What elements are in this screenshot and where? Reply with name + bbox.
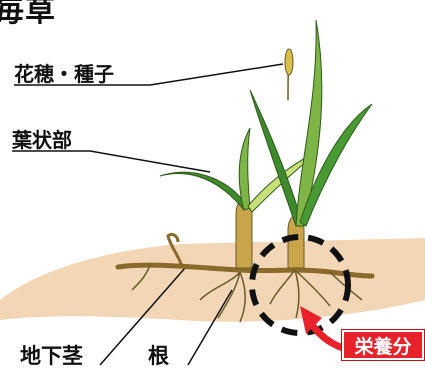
leaf-pointer-line [90,151,210,172]
soil-area [0,238,425,322]
flower-spike [285,49,293,75]
seed-pointer-line [150,64,283,85]
label-root: 根 [148,340,169,370]
label-seed: 花穂・種子 [14,58,114,87]
diagram-title: 毎草 [0,0,56,30]
leaves [160,20,372,226]
label-rhizome: 地下茎 [20,340,83,370]
label-leaf: 葉状部 [12,124,72,153]
nutrient-badge: 栄養分 [342,330,424,360]
